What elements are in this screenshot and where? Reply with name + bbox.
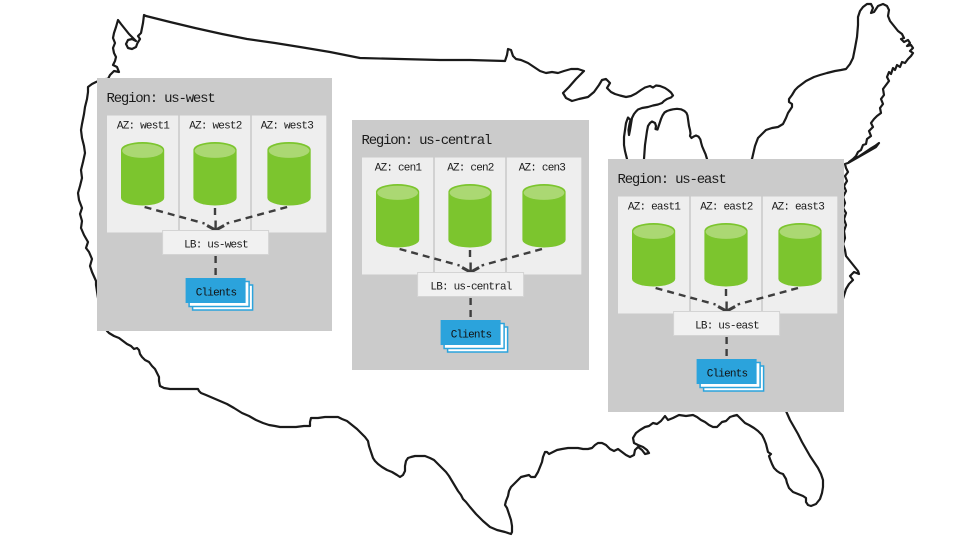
svg-text:AZ: west2: AZ: west2 bbox=[189, 121, 241, 133]
svg-text:Clients: Clients bbox=[451, 329, 492, 341]
svg-text:LB: us-west: LB: us-west bbox=[184, 239, 248, 251]
svg-text:AZ: east1: AZ: east1 bbox=[628, 202, 681, 214]
svg-text:Region: us-central: Region: us-central bbox=[362, 133, 492, 149]
svg-text:LB: us-east: LB: us-east bbox=[695, 320, 759, 332]
svg-text:Region: us-west: Region: us-west bbox=[107, 91, 215, 107]
svg-text:Region: us-east: Region: us-east bbox=[618, 172, 726, 188]
svg-text:AZ: west3: AZ: west3 bbox=[261, 121, 313, 133]
svg-text:AZ: east2: AZ: east2 bbox=[700, 202, 752, 214]
svg-text:AZ: west1: AZ: west1 bbox=[117, 121, 170, 133]
svg-text:AZ: cen1: AZ: cen1 bbox=[375, 163, 423, 175]
svg-text:Clients: Clients bbox=[196, 287, 237, 299]
svg-text:AZ: cen3: AZ: cen3 bbox=[519, 163, 566, 175]
svg-text:AZ: cen2: AZ: cen2 bbox=[447, 163, 494, 175]
svg-text:AZ: east3: AZ: east3 bbox=[772, 202, 824, 214]
svg-text:Clients: Clients bbox=[707, 368, 748, 380]
svg-text:LB: us-central: LB: us-central bbox=[430, 281, 511, 293]
